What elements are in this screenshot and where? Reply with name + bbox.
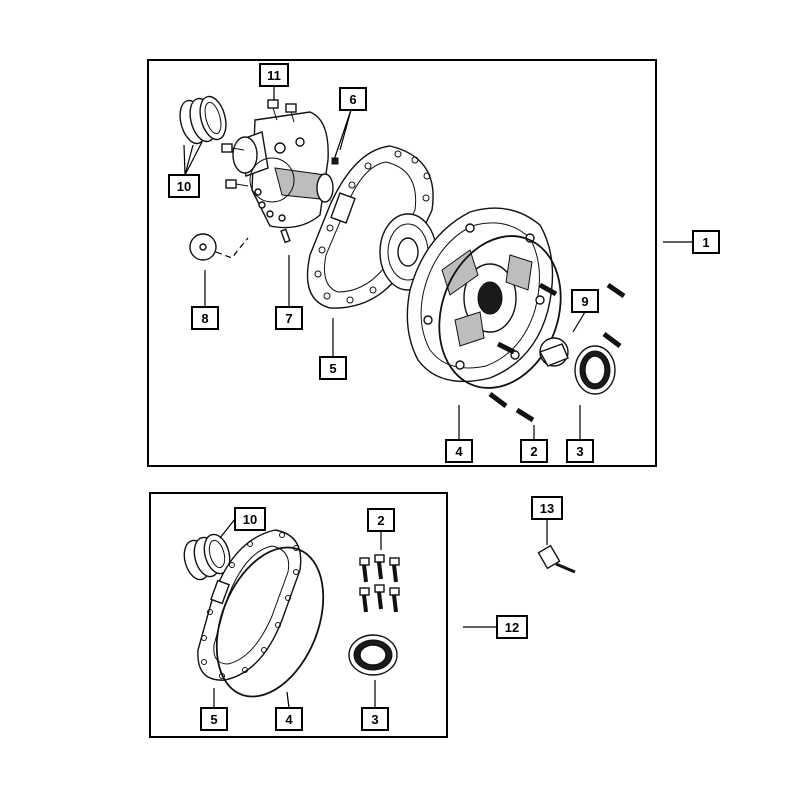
callout-4-lower: 4 <box>275 707 303 731</box>
callout-4-lower-label: 4 <box>285 712 293 727</box>
bolts-11 <box>221 99 297 189</box>
callout-5-lower: 5 <box>200 707 228 731</box>
front-seal-upper <box>574 345 616 395</box>
gasket-lower <box>197 529 302 681</box>
pump-body <box>406 207 554 383</box>
callout-4-upper-label: 4 <box>455 444 463 459</box>
callout-10-upper-label: 10 <box>177 179 191 194</box>
callout-8-label: 8 <box>201 311 208 326</box>
bolts-2-upper <box>488 282 626 423</box>
bolts-2-lower <box>359 554 400 613</box>
seal-rings-lower <box>183 533 231 581</box>
callout-10-upper: 10 <box>168 174 200 198</box>
leaders-lower <box>213 518 548 709</box>
callout-5-upper: 5 <box>319 356 347 380</box>
callout-6-label: 6 <box>349 92 356 107</box>
callout-8: 8 <box>191 306 219 330</box>
callout-10-lower-label: 10 <box>243 512 257 527</box>
callout-9: 9 <box>571 289 599 313</box>
lower-kit-frame <box>149 492 448 738</box>
callout-2-lower-label: 2 <box>377 513 384 528</box>
seal-rings-upper <box>179 95 227 145</box>
callout-13-label: 13 <box>540 501 554 516</box>
callout-12-label: 12 <box>505 620 519 635</box>
thrust-washer <box>189 233 217 261</box>
o-ring-lower <box>215 546 325 698</box>
callout-1: 1 <box>692 230 720 254</box>
roll-pin <box>280 228 291 244</box>
callout-3-lower-label: 3 <box>371 712 378 727</box>
bushing <box>538 337 569 367</box>
callout-7: 7 <box>275 306 303 330</box>
callout-13: 13 <box>531 496 563 520</box>
callout-2-lower: 2 <box>367 508 395 532</box>
callout-11-label: 11 <box>267 68 281 83</box>
callout-11: 11 <box>259 63 289 87</box>
callout-3-lower: 3 <box>361 707 389 731</box>
reaction-shaft-support <box>232 111 334 229</box>
callout-3-upper-label: 3 <box>576 444 583 459</box>
callout-4-upper: 4 <box>445 439 473 463</box>
callout-2-upper-label: 2 <box>530 444 537 459</box>
callout-3-upper: 3 <box>566 439 594 463</box>
callout-12: 12 <box>496 615 528 639</box>
callout-5-lower-label: 5 <box>210 712 217 727</box>
callout-7-label: 7 <box>285 311 292 326</box>
leaders-upper <box>183 86 693 440</box>
callout-9-label: 9 <box>581 294 588 309</box>
upper-assembly-frame <box>147 59 657 467</box>
callout-6: 6 <box>339 87 367 111</box>
front-seal-lower <box>348 634 398 676</box>
o-ring-upper <box>438 235 562 389</box>
callout-10-lower: 10 <box>234 507 266 531</box>
callout-2-upper: 2 <box>520 439 548 463</box>
callout-1-label: 1 <box>702 235 709 250</box>
plug-13 <box>537 544 576 574</box>
callout-5-upper-label: 5 <box>329 361 336 376</box>
